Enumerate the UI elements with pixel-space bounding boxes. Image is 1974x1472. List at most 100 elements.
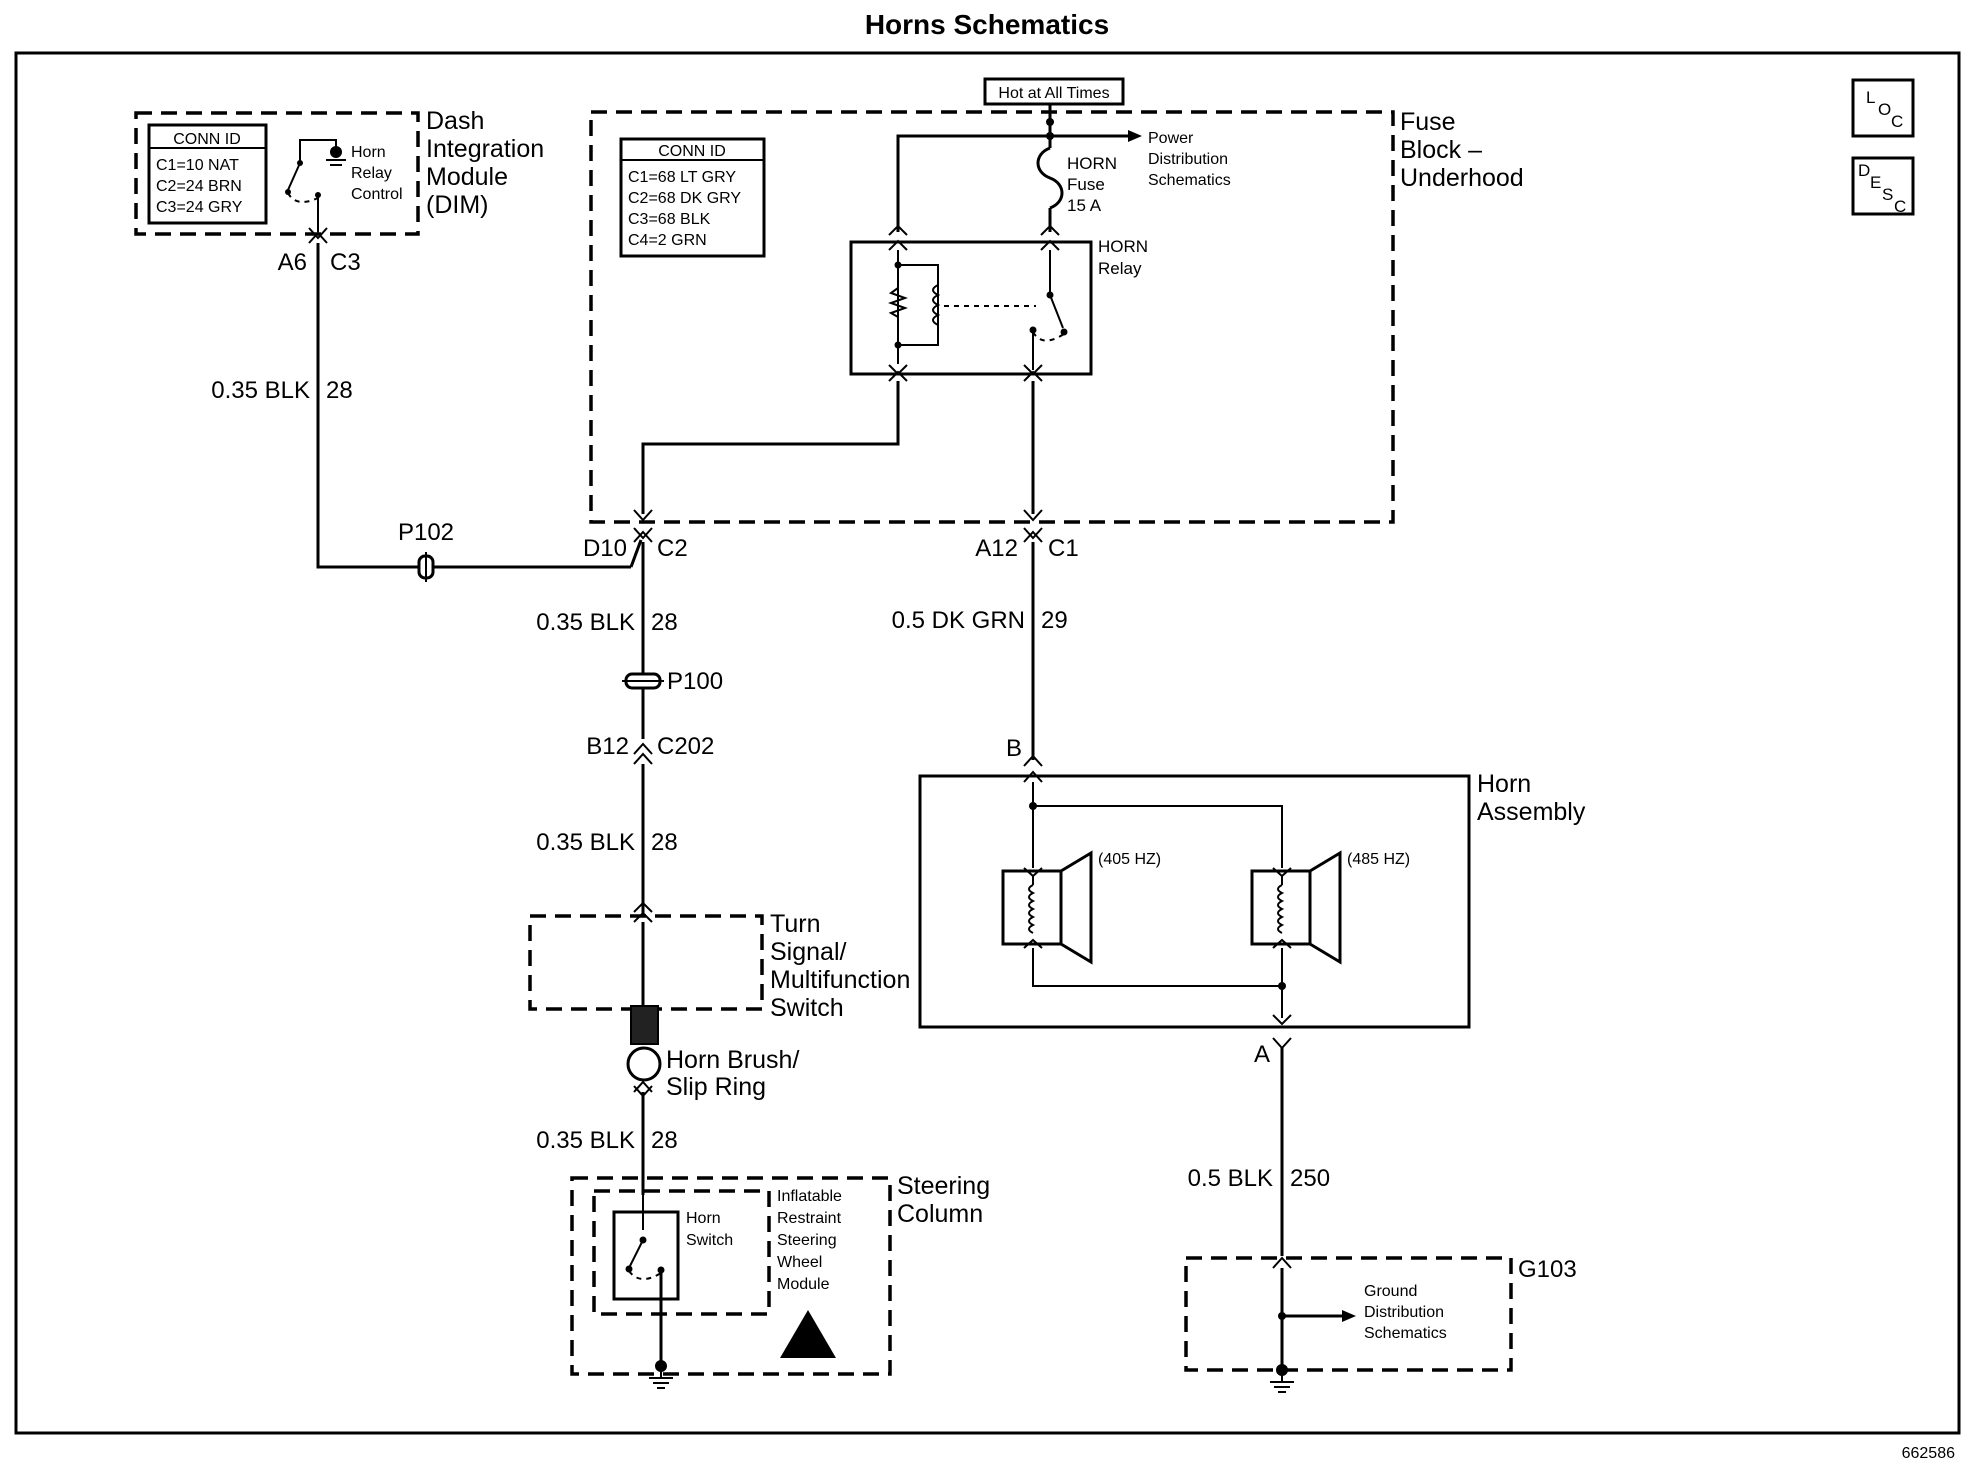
svg-text:Ground: Ground (1364, 1283, 1417, 1300)
svg-text:C: C (1894, 197, 1906, 216)
horn-assembly (918, 770, 1471, 1029)
horn2-frequency: (485 HZ) (1347, 851, 1410, 868)
c202-connector-symbol (633, 742, 653, 755)
dim-conn-2: C2=24 BRN (156, 178, 242, 195)
svg-text:L: L (1866, 88, 1875, 107)
dim-name-3: Module (426, 163, 508, 191)
ground-id: G103 (1518, 1256, 1577, 1283)
svg-text:Multifunction: Multifunction (770, 966, 910, 994)
fuse-label-1: HORN (1067, 154, 1117, 173)
horn-assembly-name-1: Horn (1477, 770, 1531, 798)
svg-text:Horn Brush/: Horn Brush/ (666, 1046, 799, 1074)
wire2-number: 28 (651, 609, 678, 636)
power-label-3: Schematics (1148, 172, 1231, 189)
dim-name-4: (DIM) (426, 191, 488, 219)
svg-text:Turn: Turn (770, 910, 820, 938)
wire5-label: 0.5 DK GRN (892, 607, 1025, 634)
p102-splice (417, 552, 435, 582)
wire3-label: 0.35 BLK (536, 829, 635, 856)
steering-column (570, 1176, 892, 1389)
fuse-block-name-1: Fuse (1400, 108, 1456, 136)
wire6-number: 250 (1290, 1165, 1330, 1192)
wire1-number: 28 (326, 377, 353, 404)
fuse-conn-4: C4=2 GRN (628, 232, 707, 249)
diagram-title: Horns Schematics (865, 9, 1109, 40)
fuse-label-3: 15 A (1067, 196, 1102, 215)
svg-text:Switch: Switch (686, 1232, 733, 1249)
dim-conn-1: C1=10 NAT (156, 157, 239, 174)
wire6-label: 0.5 BLK (1188, 1165, 1273, 1192)
fuse-conn-title: CONN ID (658, 143, 726, 160)
wire4-label: 0.35 BLK (536, 1127, 635, 1154)
figure-id: 662586 (1902, 1445, 1955, 1462)
hot-at-all-times-label: Hot at All Times (998, 85, 1109, 102)
svg-text:E: E (1870, 173, 1881, 192)
wire3-number: 28 (651, 829, 678, 856)
svg-text:Restraint: Restraint (777, 1210, 842, 1227)
horn-b-label: B (1006, 735, 1022, 762)
svg-text:Wheel: Wheel (777, 1254, 822, 1271)
svg-text:Relay: Relay (351, 165, 392, 182)
hot-at-all-times-box (983, 77, 1125, 106)
d10-label: D10 (583, 535, 627, 562)
svg-text:C: C (1891, 112, 1903, 131)
horn-relay (849, 239, 1093, 376)
wire1-label: 0.35 BLK (211, 377, 310, 404)
horn-assembly-name-2: Assembly (1477, 798, 1586, 826)
svg-text:S: S (1882, 185, 1893, 204)
fuse-block-name-2: Block – (1400, 136, 1482, 164)
svg-text:D: D (1858, 161, 1870, 180)
dim-name-1: Dash (426, 107, 484, 135)
svg-text:O: O (1878, 100, 1891, 119)
wire5-number: 29 (1041, 607, 1068, 634)
p100-splice (622, 672, 664, 690)
power-label-2: Distribution (1148, 151, 1228, 168)
dim-conn-title: CONN ID (173, 131, 241, 148)
svg-text:Column: Column (897, 1200, 983, 1228)
c2-connector-symbol (633, 530, 653, 543)
svg-text:Module: Module (777, 1276, 830, 1293)
outer-frame (14, 51, 1961, 1435)
a12-label: A12 (975, 535, 1018, 562)
svg-text:Inflatable: Inflatable (777, 1188, 842, 1205)
desc-button[interactable]: D E S C (1851, 156, 1915, 216)
dim-conn-3: C3=24 GRY (156, 199, 243, 216)
wire-dim-to-fuseblock (316, 243, 631, 569)
svg-text:Steering: Steering (897, 1172, 990, 1200)
airbag-warning-icon (780, 1310, 836, 1358)
fuse-block-underhood: Fuse Block – Underhood CONN ID C1=68 LT … (589, 108, 1524, 524)
horn1-frequency: (405 HZ) (1098, 851, 1161, 868)
svg-text:Distribution: Distribution (1364, 1304, 1444, 1321)
c202-label: C202 (657, 733, 714, 760)
c2-label: C2 (657, 535, 688, 562)
svg-text:Control: Control (351, 186, 403, 203)
svg-text:Horn: Horn (686, 1210, 721, 1227)
svg-text:Horn: Horn (351, 144, 386, 161)
ground-g103 (1184, 1256, 1513, 1393)
svg-text:Signal/: Signal/ (770, 938, 846, 966)
wire-relay-coil-to-c2 (641, 381, 900, 514)
turn-signal-multifunction-switch (528, 901, 764, 1045)
horn-fuse (1036, 146, 1064, 236)
dim-pin: A6 (278, 249, 307, 276)
loc-button[interactable]: L O C (1851, 78, 1915, 138)
svg-text:Switch: Switch (770, 994, 844, 1022)
wire2-label: 0.35 BLK (536, 609, 635, 636)
dim-name-2: Integration (426, 135, 544, 163)
dim-connector: C3 (330, 249, 361, 276)
p100-label: P100 (667, 668, 723, 695)
svg-text:Steering: Steering (777, 1232, 837, 1249)
b12-label: B12 (586, 733, 629, 760)
relay-label-2: Relay (1098, 259, 1142, 278)
fuse-block-name-3: Underhood (1400, 164, 1524, 192)
horn-a-label: A (1254, 1041, 1270, 1068)
fuse-conn-2: C2=68 DK GRY (628, 190, 741, 207)
svg-text:Slip Ring: Slip Ring (666, 1073, 766, 1101)
dim-module: CONN ID C1=10 NAT C2=24 BRN C3=24 GRY Da… (134, 107, 544, 236)
power-label-1: Power (1148, 130, 1194, 147)
fuse-conn-3: C3=68 BLK (628, 211, 711, 228)
fuse-label-2: Fuse (1067, 175, 1105, 194)
svg-text:Schematics: Schematics (1364, 1325, 1447, 1342)
